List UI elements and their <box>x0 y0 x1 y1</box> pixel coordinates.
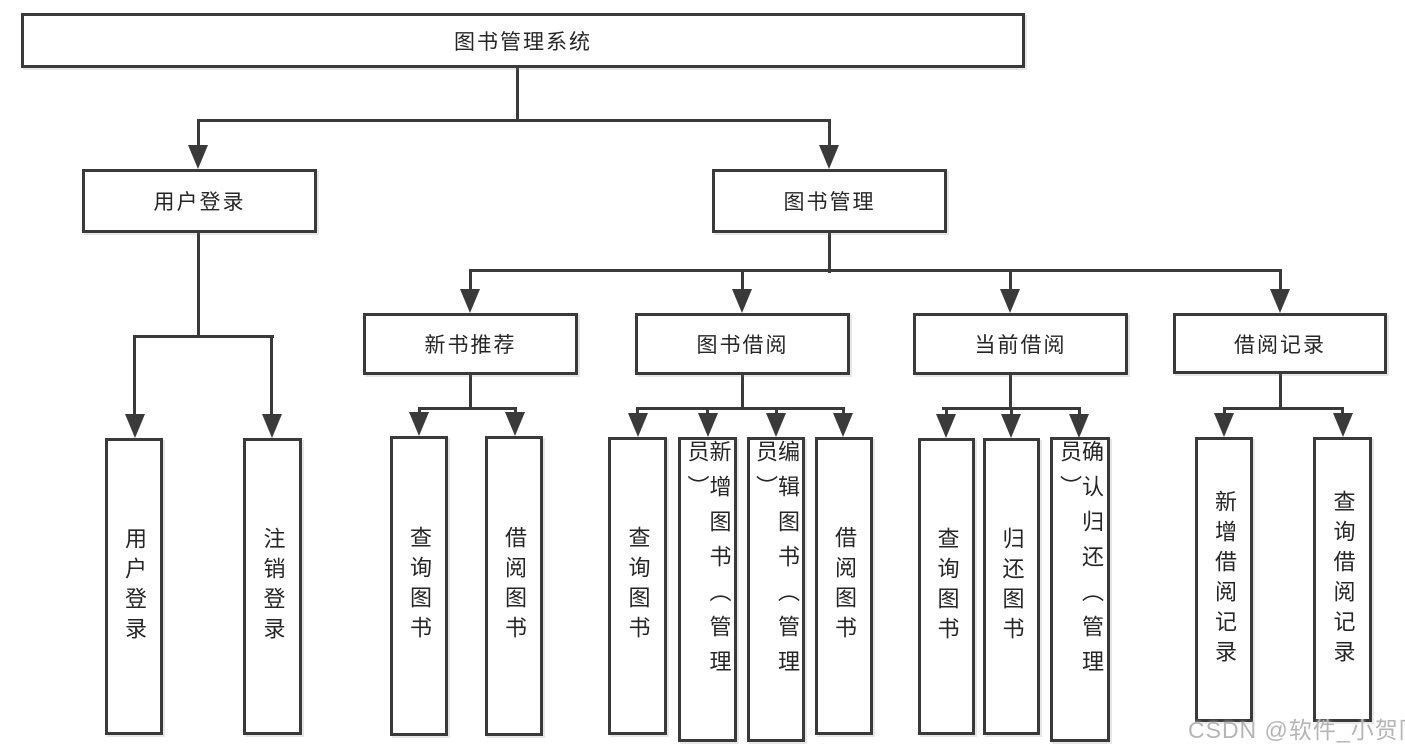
leaf-add-book-admin: 新增图书（管理员） <box>678 437 737 742</box>
connector-line <box>1223 407 1226 416</box>
connector-arrowhead <box>628 413 648 437</box>
connector-arrowhead <box>505 412 525 436</box>
connector-line <box>514 407 517 416</box>
csdn-watermark: CSDN @软件_小贺同学 <box>1188 717 1405 743</box>
connector-line <box>741 269 744 291</box>
connector-line <box>1279 374 1282 410</box>
connector-arrowhead <box>1001 414 1021 438</box>
leaf-query-books-borrowing: 查询图书 <box>608 437 667 735</box>
node-label: 查询图书 <box>407 526 432 646</box>
node-label: 用户登录 <box>122 526 147 647</box>
connector-line <box>270 335 273 416</box>
connector-line <box>469 375 472 410</box>
connector-line <box>636 407 844 410</box>
node-library-system: 图书管理系统 <box>21 13 1025 68</box>
connector-line <box>636 407 639 417</box>
connector-line <box>1010 407 1013 417</box>
leaf-add-borrow-record: 新增借阅记录 <box>1195 437 1253 722</box>
connector-line <box>469 269 472 291</box>
connector-arrowhead <box>766 413 786 437</box>
connector-arrowhead <box>819 145 839 169</box>
connector-arrowhead <box>698 413 718 437</box>
connector-line <box>945 407 948 417</box>
node-label: 借阅记录 <box>1234 333 1326 357</box>
connector-line <box>842 407 845 417</box>
node-label: 用户登录 <box>153 191 246 214</box>
node-label: 图书借阅 <box>696 334 789 357</box>
node-user-login: 用户登录 <box>82 169 317 233</box>
connector-arrowhead <box>1270 289 1290 313</box>
node-label: 确认归还（管理员） <box>1057 440 1104 685</box>
node-new-book-recommend: 新书推荐 <box>363 313 578 375</box>
node-label: 编辑图书（管理员） <box>753 440 800 685</box>
node-label: 查询借阅记录 <box>1330 489 1356 670</box>
connector-line <box>775 407 778 417</box>
leaf-edit-book-admin: 编辑图书（管理员） <box>747 437 805 742</box>
connector-arrowhead <box>936 414 956 438</box>
leaf-logout-login: 注销登录 <box>243 438 302 735</box>
leaf-borrow-books-recommend: 借阅图书 <box>485 436 543 736</box>
node-label: 新增图书（管理员） <box>684 440 732 685</box>
node-label: 借阅图书 <box>502 526 527 646</box>
connector-line <box>1078 407 1081 417</box>
connector-arrowhead <box>460 289 480 313</box>
connector-arrowhead <box>262 414 282 438</box>
node-label: 借阅图书 <box>832 526 857 646</box>
node-label: 查询图书 <box>625 526 651 646</box>
connector-arrowhead <box>1069 414 1089 438</box>
node-label: 图书管理 <box>783 191 876 214</box>
node-label: 新增借阅记录 <box>1212 489 1237 670</box>
node-label: 归还图书 <box>999 526 1025 647</box>
connector-arrowhead <box>1000 289 1020 313</box>
leaf-query-books-current: 查询图书 <box>918 438 975 735</box>
connector-line <box>133 335 274 338</box>
connector-line <box>197 233 200 338</box>
connector-line <box>1223 407 1344 410</box>
connector-line <box>1279 269 1282 291</box>
node-label: 注销登录 <box>260 526 286 647</box>
connector-arrowhead <box>1214 413 1234 437</box>
connector-line <box>828 119 831 147</box>
connector-arrowhead <box>1333 413 1353 437</box>
leaf-query-books-recommend: 查询图书 <box>390 436 448 736</box>
connector-line <box>1009 269 1012 291</box>
connector-line <box>418 407 421 416</box>
connector-arrowhead <box>125 414 145 438</box>
node-current-borrowing: 当前借阅 <box>913 313 1128 375</box>
leaf-confirm-return-admin: 确认归还（管理员） <box>1050 437 1110 742</box>
node-borrowing-records: 借阅记录 <box>1173 313 1387 374</box>
connector-line <box>706 407 709 417</box>
node-label: 查询图书 <box>934 526 960 647</box>
connector-line <box>1009 375 1012 410</box>
connector-arrowhead <box>833 413 853 437</box>
connector-arrowhead <box>732 289 752 313</box>
connector-line <box>741 375 744 410</box>
leaf-query-borrow-record: 查询借阅记录 <box>1313 437 1372 722</box>
connector-line <box>828 233 831 273</box>
connector-line <box>418 407 517 410</box>
leaf-user-login: 用户登录 <box>105 438 163 735</box>
connector-line <box>197 119 831 122</box>
connector-arrowhead <box>188 145 208 169</box>
node-book-borrowing: 图书借阅 <box>635 313 850 375</box>
connector-line <box>197 119 200 147</box>
node-label: 新书推荐 <box>424 334 517 357</box>
connector-line <box>469 269 1281 272</box>
connector-arrowhead <box>409 412 429 436</box>
node-book-management: 图书管理 <box>712 169 947 233</box>
leaf-return-books: 归还图书 <box>983 438 1040 735</box>
connector-line <box>1341 407 1344 416</box>
connector-line <box>133 335 136 416</box>
leaf-borrow-books-borrowing: 借阅图书 <box>815 437 873 735</box>
connector-line <box>516 68 519 122</box>
node-label: 图书管理系统 <box>454 30 592 54</box>
node-label: 当前借阅 <box>974 334 1067 357</box>
